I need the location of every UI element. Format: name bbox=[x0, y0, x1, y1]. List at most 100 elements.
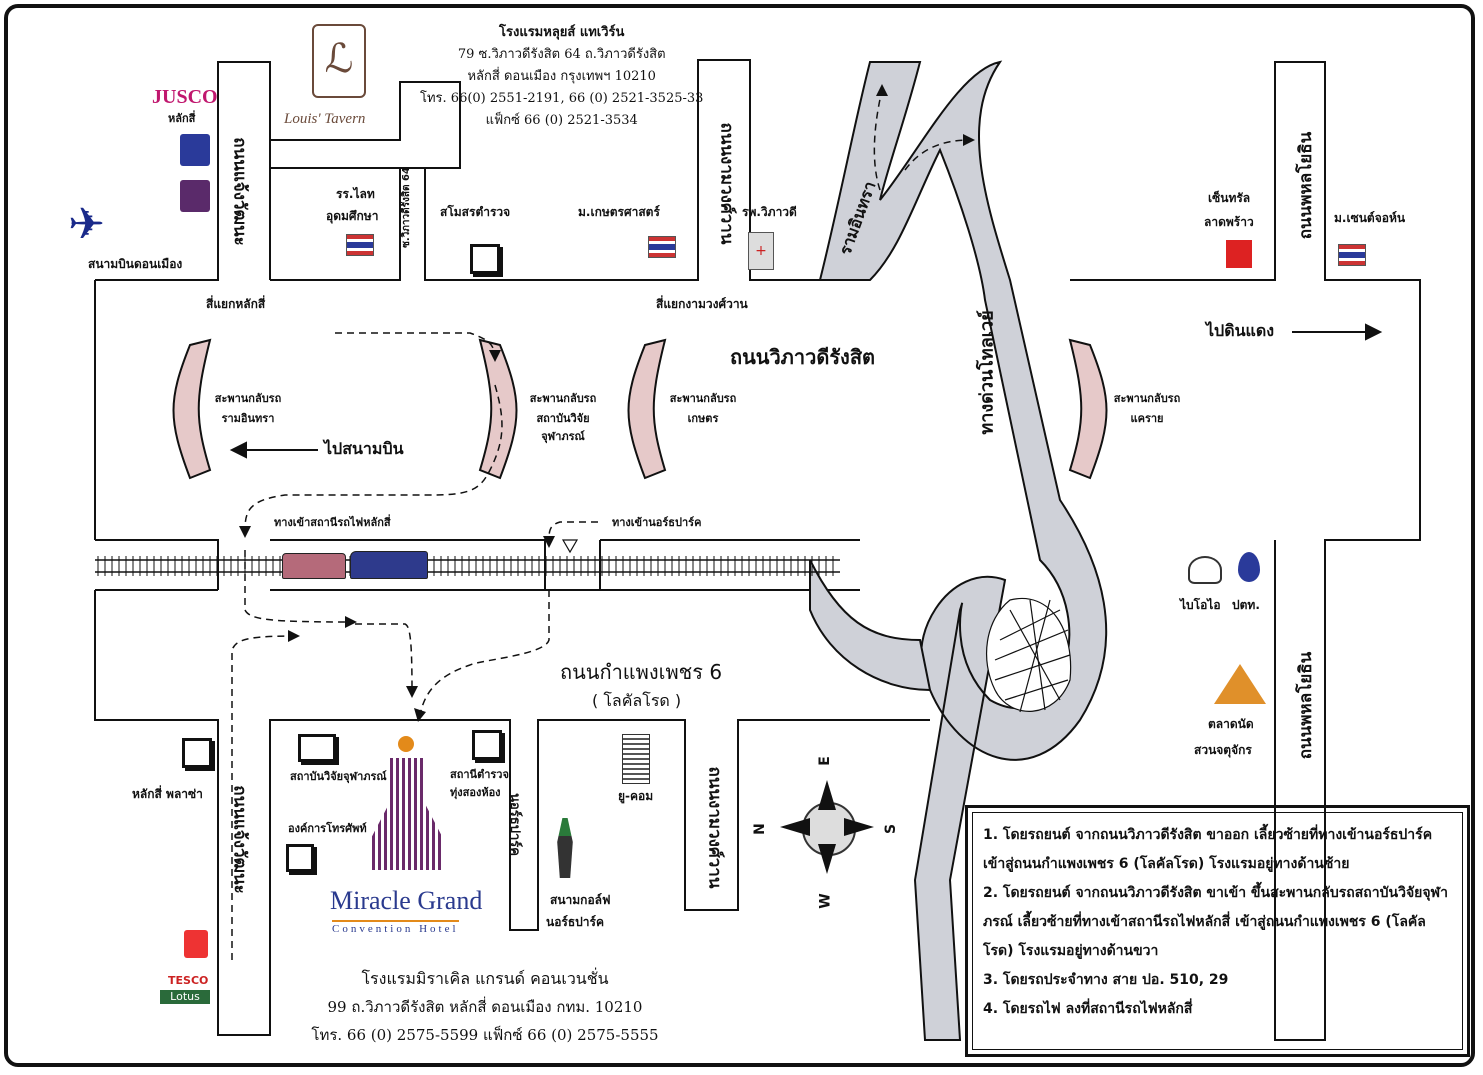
tower-icon bbox=[622, 734, 650, 784]
directions-box: 1. โดยรถยนต์ จากถนนวิภาวดีรังสิต ขาออก เ… bbox=[965, 805, 1470, 1057]
bridge-label-line: รามอินทรา bbox=[221, 412, 275, 425]
hotel-fax: แฟ็กซ์ 66 (0) 2521-3534 bbox=[485, 113, 638, 128]
miracle-logo-title: Miracle Grand bbox=[330, 886, 483, 915]
building-icon bbox=[472, 730, 502, 760]
compass-e: E bbox=[816, 756, 833, 766]
ucom-label: ยู-คอม bbox=[618, 789, 654, 803]
airplane-icon: ✈ bbox=[68, 199, 105, 250]
to-airport: ไปสนามบิน bbox=[324, 439, 404, 458]
ngam-junction: สี่แยกงามวงศ์วาน bbox=[656, 297, 748, 311]
bridge-cri bbox=[478, 338, 518, 480]
bridge-cri-label: สะพานกลับรถ สถาบันวิจัย จุฬาภรณ์ bbox=[518, 392, 608, 444]
route-arrowheads bbox=[239, 84, 975, 722]
hospital-icon: + bbox=[748, 232, 774, 270]
bridge-label-line: สถาบันวิจัย bbox=[536, 412, 590, 425]
northpark-entrance-label: ทางเข้านอร์ธปาร์ค bbox=[612, 516, 702, 529]
bridge-khwai bbox=[1068, 338, 1108, 480]
golf-label2: นอร์ธปาร์ค bbox=[546, 915, 605, 929]
golfer-icon bbox=[557, 818, 573, 878]
market-label2: สวนจตุจักร bbox=[1194, 743, 1252, 757]
compass-s: S bbox=[883, 823, 900, 835]
bank-icon bbox=[180, 134, 210, 166]
tot-label: องค์การโทรศัพท์ bbox=[288, 822, 367, 835]
jusco-sub: หลักสี่ bbox=[168, 112, 196, 125]
lakshi-plaza-label: หลักสี่ พลาซ่า bbox=[132, 787, 203, 801]
louis-tavern-info: โรงแรมหลุยส์ แทเวิร์น 79 ซ.วิภาวดีรังสิต… bbox=[420, 22, 703, 132]
road-chaeng-south: ถนนแจ้งวัฒนะ bbox=[229, 785, 250, 894]
train-icon bbox=[350, 551, 428, 579]
lakshi-junction: สี่แยกหลักสี่ bbox=[206, 297, 266, 311]
louis-tavern-logo-text: Louis' Tavern bbox=[284, 111, 366, 127]
cri-label: สถาบันวิจัยจุฬาภรณ์ bbox=[290, 770, 387, 783]
miracle-logo-dot bbox=[398, 736, 414, 752]
road-ngam-south: ถนนงามวงศ์วาน bbox=[704, 766, 725, 889]
miracle-hotel-info: โรงแรมมิราเคิล แกรนด์ คอนเวนชั่น 99 ถ.วิ… bbox=[270, 965, 700, 1049]
building-icon bbox=[298, 734, 336, 762]
bridge-label-line: เกษตร bbox=[687, 412, 719, 425]
building-icon bbox=[182, 738, 212, 768]
jusco-logo: JUSCO bbox=[152, 86, 218, 108]
central-logo-icon bbox=[1226, 240, 1252, 268]
kasetsart-label: ม.เกษตรศาสตร์ bbox=[578, 205, 660, 219]
school-label: รร.ไลท bbox=[336, 187, 375, 201]
road-northpark: นอร์ธปาร์ค bbox=[506, 793, 522, 856]
market-label: ตลาดนัด bbox=[1208, 717, 1254, 731]
thai-flag-icon bbox=[346, 234, 374, 256]
bridge-kaset bbox=[627, 338, 667, 480]
road-soi64: ซ.วิภาวดีรังสิต 64 bbox=[400, 167, 412, 248]
bridge-kaset-label: สะพานกลับรถ เกษตร bbox=[660, 392, 746, 426]
directions-list: 1. โดยรถยนต์ จากถนนวิภาวดีรังสิต ขาออก เ… bbox=[972, 812, 1463, 1050]
building-icon bbox=[470, 244, 500, 274]
stjohn-label: ม.เซนต์จอห์น bbox=[1334, 211, 1406, 225]
hotel-address2: หลักสี่ ดอนเมือง กรุงเทพฯ 10210 bbox=[467, 69, 656, 84]
thai-flag-icon bbox=[1338, 244, 1366, 266]
station-entrance-label: ทางเข้าสถานีรถไฟหลักสี่ bbox=[274, 516, 391, 529]
bridge-label-line: สะพานกลับรถ bbox=[669, 392, 737, 405]
road-ngam-north: ถนนงามวงศ์วาน bbox=[716, 122, 737, 245]
building-icon bbox=[286, 844, 314, 872]
road-vibhavadi: ถนนวิภาวดีรังสิต bbox=[730, 345, 876, 369]
direction-item-3: 3. โดยรถประจำทาง สาย ปอ. 510, 29 bbox=[983, 972, 1229, 988]
road-chaeng-north: ถนนแจ้งวัฒนะ bbox=[229, 137, 250, 246]
direction-item-4: 4. โดยรถไฟ ลงที่สถานีรถไฟหลักสี่ bbox=[983, 1001, 1193, 1017]
bridge-label-line: สะพานกลับรถ bbox=[214, 392, 282, 405]
direction-item-1: 1. โดยรถยนต์ จากถนนวิภาวดีรังสิต ขาออก เ… bbox=[983, 827, 1433, 872]
road-kamphaeng: ถนนกำแพงเพชร 6 bbox=[560, 660, 723, 684]
road-tollway: ทางด่วนโทลเวย์ bbox=[976, 310, 998, 435]
tesco-logo: TESCO bbox=[168, 974, 209, 987]
map-frame bbox=[4, 4, 1475, 1067]
interchange-hatch bbox=[985, 597, 1072, 713]
airport-label: สนามบินดอนเมือง bbox=[88, 257, 183, 271]
bridge-ramintra bbox=[172, 338, 212, 480]
railway bbox=[95, 556, 840, 576]
police-club-label: สโมสรตำรวจ bbox=[440, 205, 511, 219]
bridge-label-line: สะพานกลับรถ bbox=[529, 392, 597, 405]
footer-line1: โรงแรมมิราเคิล แกรนด์ คอนเวนชั่น bbox=[361, 969, 609, 988]
bridge-label-line: สะพานกลับรถ bbox=[1113, 392, 1181, 405]
miracle-logo-sub: Convention Hotel bbox=[332, 920, 459, 935]
hospital-label: รพ.วิภาวดี bbox=[742, 205, 797, 219]
bank-icon bbox=[180, 180, 210, 212]
police-housing-label: สถานีตำรวจ bbox=[450, 768, 509, 781]
bio-label: ไบโอไอ bbox=[1180, 598, 1221, 612]
central-label2: ลาดพร้าว bbox=[1204, 215, 1254, 229]
police-housing-label2: ทุ่งสองห้อง bbox=[450, 786, 501, 799]
ptt-icon bbox=[1238, 552, 1260, 582]
compass-n: N bbox=[751, 823, 768, 835]
hotel-name: โรงแรมหลุยส์ แทเวิร์น bbox=[499, 25, 625, 40]
compass-w: W bbox=[817, 893, 834, 909]
lotus-logo: Lotus bbox=[160, 990, 210, 1004]
hotel-phone: โทร. 66(0) 2551-2191, 66 (0) 2521-3525-3… bbox=[420, 91, 704, 106]
footer-line3: โทร. 66 (0) 2575-5599 แฟ็กซ์ 66 (0) 2575… bbox=[311, 1026, 659, 1044]
thai-flag-icon bbox=[648, 236, 676, 258]
central-label: เซ็นทรัล bbox=[1208, 191, 1251, 205]
seven-eleven-icon bbox=[184, 930, 208, 958]
road-local: ( โลคัลโรด ) bbox=[592, 691, 682, 710]
route-lines bbox=[231, 89, 971, 960]
bridge-label-line: จุฬาภรณ์ bbox=[541, 430, 585, 443]
louis-tavern-logo: ℒ bbox=[312, 24, 366, 98]
school-label2: อุดมศึกษา bbox=[326, 209, 379, 223]
compass-icon bbox=[780, 780, 874, 874]
bridge-khwai-label: สะพานกลับรถ แคราย bbox=[1104, 392, 1190, 426]
